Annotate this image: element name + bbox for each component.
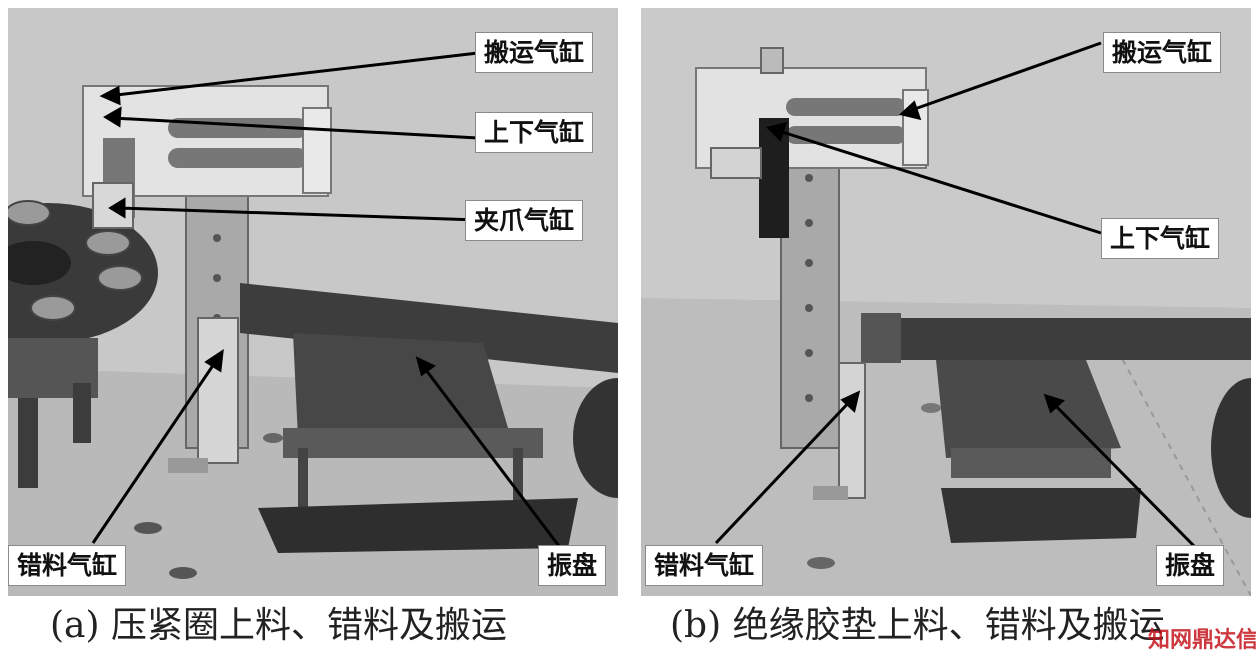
label-offset-cylinder-a: 错料气缸 <box>8 545 127 586</box>
label-vibratory-bowl-b: 振盘 <box>1156 545 1225 586</box>
panel-b-illustration <box>641 8 1251 596</box>
caption-panel-b: (b) 绝缘胶垫上料、错料及搬运 <box>670 605 1165 646</box>
label-transport-cylinder-b: 搬运气缸 <box>1103 32 1222 73</box>
caption-panel-a: (a) 压紧圈上料、错料及搬运 <box>50 605 507 646</box>
panel-b-diagram: 搬运气缸 上下气缸 错料气缸 振盘 <box>641 8 1251 596</box>
watermark: 知网鼎达信 <box>1148 628 1256 653</box>
vibratory-bowl-support-b <box>936 360 1121 458</box>
lift-cylinder-body-b <box>759 118 789 238</box>
label-vibratory-bowl-a: 振盘 <box>538 545 607 586</box>
feed-rail-b <box>861 318 1251 360</box>
label-lift-cylinder-b: 上下气缸 <box>1101 218 1220 259</box>
feed-rail <box>240 283 618 373</box>
label-lift-cylinder-a: 上下气缸 <box>475 112 594 153</box>
transport-cylinder-body-b <box>695 67 927 169</box>
vertical-column-b <box>780 147 840 449</box>
label-gripper-cylinder-a: 夹爪气缸 <box>465 200 584 241</box>
offset-cylinder-body-b <box>838 362 866 499</box>
label-offset-cylinder-b: 错料气缸 <box>645 545 764 586</box>
panel-a-diagram: 搬运气缸 上下气缸 夹爪气缸 错料气缸 振盘 <box>8 8 618 596</box>
label-transport-cylinder-a: 搬运气缸 <box>475 32 594 73</box>
vibratory-bowl-support <box>293 333 508 438</box>
offset-cylinder-body <box>197 317 239 464</box>
panel-a-illustration <box>8 8 618 596</box>
